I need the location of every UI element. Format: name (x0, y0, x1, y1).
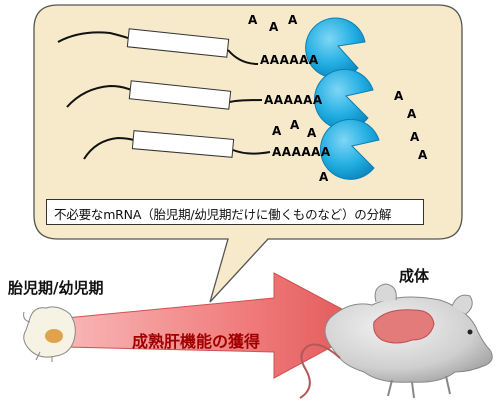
released-adenine: A (394, 89, 404, 103)
released-adenine: A (269, 20, 279, 34)
released-adenine: A (290, 118, 300, 132)
adult-mouse-icon (299, 283, 493, 399)
label-fetal-infant: 胎児期/幼児期 (8, 279, 104, 297)
released-adenine: A (248, 13, 258, 27)
liver-icon (373, 309, 435, 344)
maturation-arrow (65, 272, 374, 379)
mrna-strand (57, 28, 259, 65)
degrading-enzyme-icon (320, 118, 380, 180)
polya-tail: AAAAAA (260, 53, 319, 67)
released-adenine: A (407, 107, 417, 121)
released-adenine: A (307, 126, 317, 140)
mrna-strand (66, 80, 263, 110)
label-adult: 成体 (399, 267, 430, 285)
released-adenine: A (410, 130, 420, 144)
polya-tail: AAAAAA (264, 93, 323, 107)
released-adenine: A (288, 13, 298, 27)
released-adenine: A (418, 148, 428, 162)
fetal-mouse-icon (23, 306, 76, 362)
mrna-strand (83, 130, 271, 160)
released-adenine: A (272, 124, 282, 138)
arrow-label: 成熟肝機能の獲得 (132, 332, 261, 351)
released-adenine: A (319, 170, 329, 184)
caption-box (46, 199, 424, 225)
polya-tail: AAAAAA (272, 145, 331, 159)
bubble-caption: 不必要なmRNA（胎児期/幼児期だけに働くものなど）の分解 (54, 207, 392, 222)
